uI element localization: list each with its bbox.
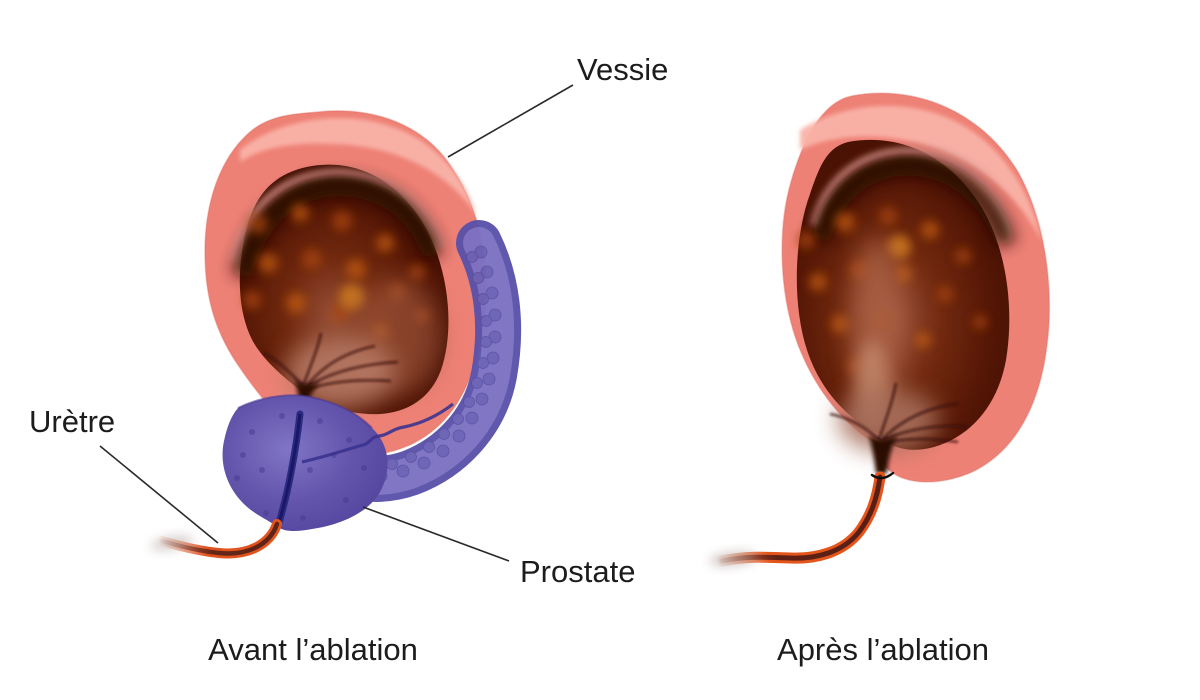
bladder-label: Vessie xyxy=(577,52,669,87)
prostate-leader-line xyxy=(362,506,510,562)
urethra-tail-smudge-before xyxy=(150,535,194,551)
bladder-wall-highlight-before xyxy=(240,118,477,216)
caption-before-ablation: Avant l’ablation xyxy=(208,632,418,667)
cavity-rim-shadow-after xyxy=(810,155,1016,248)
prostate-label: Prostate xyxy=(520,554,636,589)
prostatic-urethra-core xyxy=(276,413,302,527)
prostate-dots xyxy=(234,413,367,521)
urethra-label: Urètre xyxy=(29,404,116,439)
caption-after-ablation: Après l’ablation xyxy=(777,632,989,667)
bladder-wall-highlight-after xyxy=(800,105,1042,242)
ejaculatory-duct xyxy=(301,402,454,464)
prostate-top-shadow xyxy=(237,394,373,429)
urethra-after xyxy=(716,471,886,567)
after-ablation-figure xyxy=(709,92,1051,567)
urethra-leader-line xyxy=(99,445,219,544)
resection-mark xyxy=(870,471,895,480)
cavity-lip-after xyxy=(810,147,1014,236)
bright-spot-before xyxy=(339,284,365,310)
urethra-tail-smudge-after xyxy=(709,551,757,567)
leader-lines xyxy=(99,84,574,562)
bright-spot-after xyxy=(887,235,911,259)
bladder-neck-funnel-after xyxy=(869,435,897,474)
bladder-leader-line xyxy=(447,84,574,158)
trigone-glow-after xyxy=(838,388,938,452)
before-ablation-figure xyxy=(150,110,522,559)
urethra-core-after xyxy=(719,474,883,564)
